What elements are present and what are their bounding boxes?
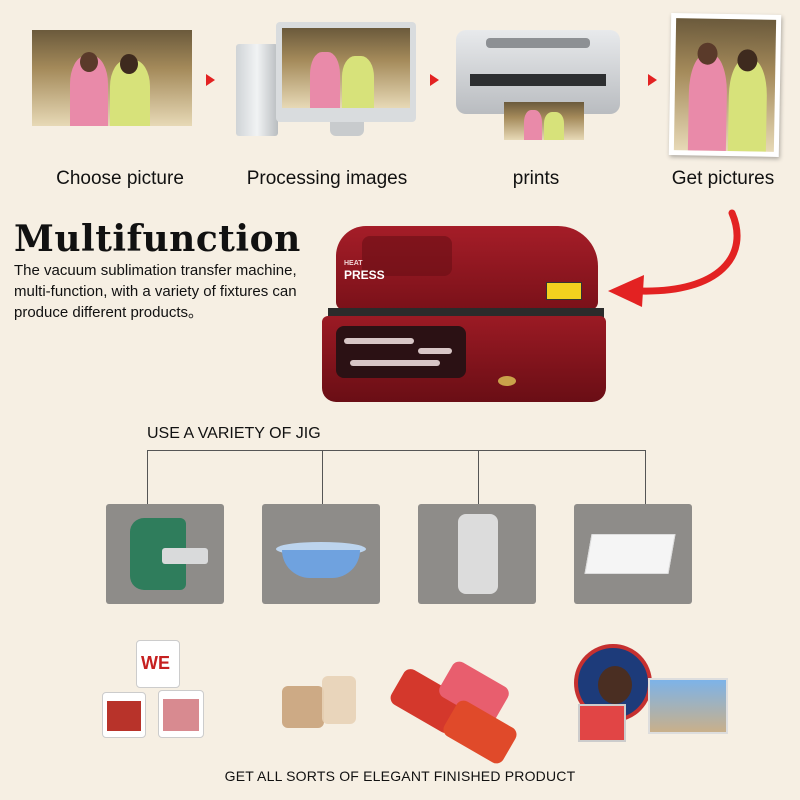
final-photo bbox=[668, 13, 782, 157]
warning-label bbox=[546, 282, 582, 300]
headline-title: Multifunction bbox=[14, 218, 301, 260]
arrow-right-icon bbox=[206, 74, 215, 86]
computer-monitor bbox=[276, 22, 416, 122]
arrow-right-icon bbox=[648, 74, 657, 86]
arrow-right-icon bbox=[430, 74, 439, 86]
step-label-choose: Choose picture bbox=[56, 168, 184, 189]
product-mugs: WE bbox=[98, 640, 210, 750]
jig-header: USE A VARIETY OF JIG bbox=[147, 425, 321, 442]
jig-flat-sheets bbox=[574, 504, 692, 604]
product-glasses bbox=[282, 670, 372, 734]
machine-brand-small: HEAT bbox=[344, 260, 363, 267]
jig-plate-fixture bbox=[262, 504, 380, 604]
machine-brand-large: PRESS bbox=[344, 268, 385, 282]
step-label-prints: prints bbox=[512, 168, 560, 189]
computer-tower bbox=[236, 44, 278, 136]
printed-photo bbox=[504, 102, 584, 140]
headline-description: The vacuum sublimation transfer machine,… bbox=[14, 262, 297, 321]
product-phone-cases bbox=[387, 656, 520, 767]
heat-press-machine: HEAT PRESS bbox=[322, 226, 606, 412]
mug-print-text: WE bbox=[141, 653, 170, 673]
step-label-get: Get pictures bbox=[671, 168, 775, 189]
footer-caption: GET ALL SORTS OF ELEGANT FINISHED PRODUC… bbox=[224, 768, 576, 784]
product-plates-slates bbox=[570, 644, 732, 744]
curved-arrow-icon bbox=[608, 209, 741, 307]
jig-phone-case-mold bbox=[418, 504, 536, 604]
step-photo-original bbox=[32, 30, 192, 126]
jig-mug-clamp bbox=[106, 504, 224, 604]
step-label-processing: Processing images bbox=[246, 168, 408, 189]
printer bbox=[456, 30, 620, 114]
